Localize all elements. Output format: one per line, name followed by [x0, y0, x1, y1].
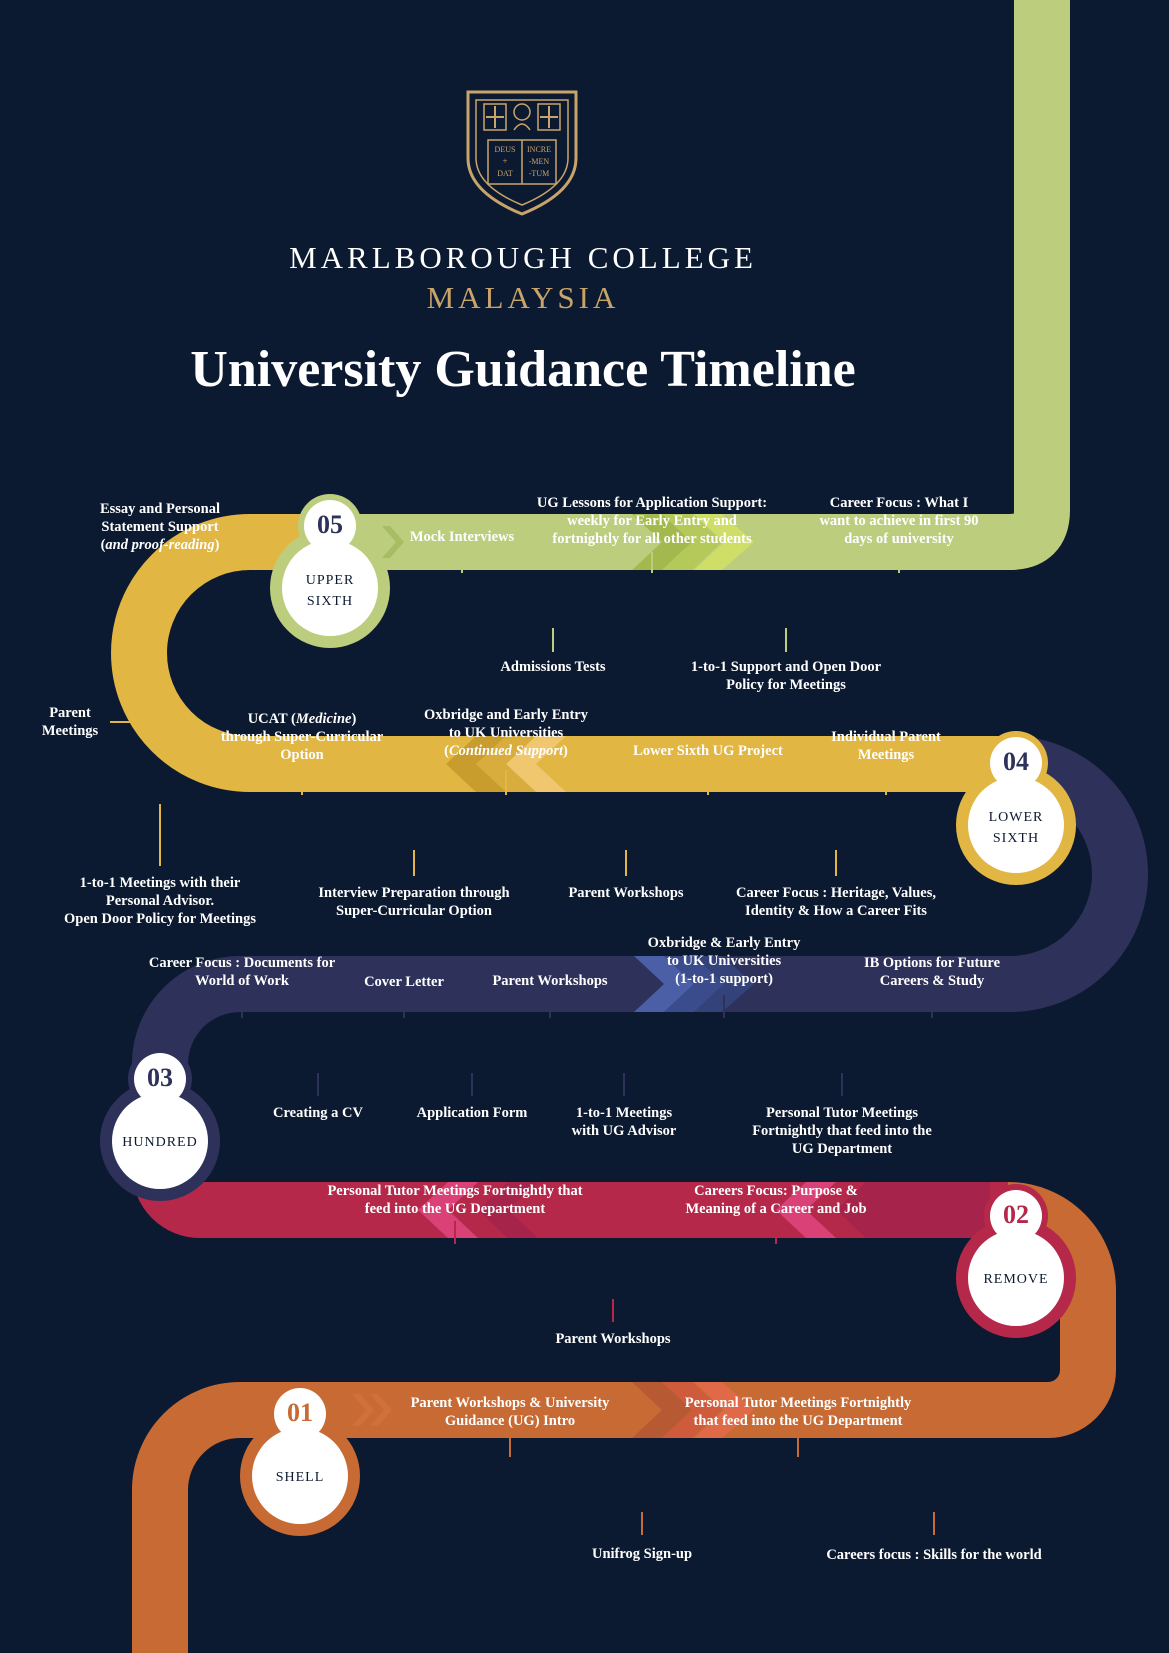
chevron-hundred-3: [694, 956, 754, 1012]
label-parent-workshops-remove: Parent Workshops: [555, 1331, 671, 1347]
stage-name-remove: REMOVE: [983, 1272, 1049, 1287]
crest-text-2: INCRE: [527, 145, 551, 154]
label-oxbridge-early-entry: Oxbridge and Early Entry to UK Universit…: [424, 707, 588, 759]
label-personal-tutor-shell: Personal Tutor Meetings Fortnightly that…: [684, 1395, 912, 1429]
road-shell: [132, 1182, 1116, 1653]
label-parent-workshops-hundred: Parent Workshops: [492, 973, 608, 989]
chevron-upper-3: [694, 514, 754, 570]
crest-text-1: DEUS: [495, 145, 516, 154]
stage-number-01: 01: [287, 1398, 313, 1427]
label-parent-workshops-intro: Parent Workshops & University Guidance (…: [410, 1395, 610, 1429]
label-careers-skills: Careers focus : Skills for the world: [826, 1547, 1042, 1563]
label-essay-support: Essay and Personal Statement Support (an…: [99, 501, 221, 553]
stage-number-05: 05: [317, 510, 343, 539]
chevron-upper-2: [662, 514, 722, 570]
stage-number-03: 03: [147, 1063, 173, 1092]
label-admissions-tests: Admissions Tests: [500, 659, 606, 675]
road-upper-sixth: [300, 0, 1070, 570]
label-parent-workshops-lower: Parent Workshops: [568, 885, 684, 901]
label-cover-letter: Cover Letter: [364, 974, 444, 990]
label-individual-parent-meetings: Individual Parent Meetings: [831, 729, 941, 763]
label-application-form: Application Form: [416, 1105, 528, 1121]
road-lower-sixth: [111, 514, 1010, 792]
label-personal-tutor-remove: Personal Tutor Meetings Fortnightly that…: [327, 1183, 583, 1217]
road-hundred: [132, 736, 1148, 1144]
chevron-shell-2: [662, 1382, 722, 1438]
label-careers-purpose: Careers Focus: Purpose & Meaning of a Ca…: [685, 1183, 867, 1217]
label-ib-options: IB Options for Future Careers & Study: [863, 955, 1001, 989]
label-support-open-door: 1-to-1 Support and Open Door Policy for …: [690, 659, 882, 693]
chevron-shell-start-2: [370, 1394, 392, 1426]
stage-name-upper-sixth: UPPER SIXTH: [305, 573, 355, 609]
crest-text-3: +: [502, 156, 507, 166]
stage-name-lower-sixth: LOWER SIXTH: [988, 810, 1044, 846]
chevron-remove-1: [418, 1182, 478, 1238]
marker-lower-sixth: [956, 731, 1076, 885]
label-meetings-ug-advisor: 1-to-1 Meetings with UG Advisor: [571, 1105, 677, 1139]
chevron-shell-3: [694, 1382, 754, 1438]
chevron-remove-3: [776, 1182, 836, 1238]
stage-number-02: 02: [1003, 1200, 1029, 1229]
label-parent-meetings: Parent Meetings: [41, 705, 99, 739]
stage-name-hundred: HUNDRED: [122, 1135, 198, 1150]
crest-text-5: DAT: [497, 169, 513, 178]
chevron-remove-block: [866, 1182, 990, 1238]
label-ug-lessons: UG Lessons for Application Support: week…: [536, 495, 768, 547]
marker-upper-sixth: [270, 494, 390, 648]
label-personal-tutor-hundred: Personal Tutor Meetings Fortnightly that…: [752, 1105, 932, 1157]
label-unifrog-signup: Unifrog Sign-up: [591, 1546, 693, 1562]
label-career-documents: Career Focus : Documents for World of Wo…: [148, 955, 336, 989]
label-creating-cv: Creating a CV: [273, 1105, 363, 1121]
crest-text-4: -MEN: [529, 157, 550, 166]
chevron-upper-start: [382, 526, 404, 558]
label-career-heritage: Career Focus : Heritage, Values, Identit…: [735, 885, 936, 919]
marker-remove: [956, 1184, 1076, 1338]
label-ucat: UCAT (Medicine) through Super-Curricular…: [220, 711, 384, 763]
label-mock-interviews: Mock Interviews: [409, 529, 515, 545]
page-title: University Guidance Timeline: [190, 341, 856, 398]
chevron-shell-start: [352, 1394, 374, 1426]
college-location: MALAYSIA: [426, 280, 620, 315]
label-interview-preparation: Interview Preparation through Super-Curr…: [318, 885, 510, 919]
chevron-remove-2: [478, 1182, 538, 1238]
marker-shell: [240, 1382, 360, 1536]
label-career-first90: Career Focus : What I want to achieve in…: [819, 495, 979, 547]
label-oxbridge-1to1: Oxbridge & Early Entry to UK Universitie…: [647, 935, 801, 987]
chevron-lower-3: [446, 736, 506, 792]
crest-text-6: -TUM: [529, 169, 549, 178]
stage-name-shell: SHELL: [275, 1470, 325, 1485]
label-meetings-personal-advisor: 1-to-1 Meetings with their Personal Advi…: [64, 875, 256, 927]
college-crest-icon: DEUS INCRE + -MEN DAT -TUM: [466, 90, 578, 216]
marker-hundred: [100, 1047, 220, 1201]
college-name: MARLBOROUGH COLLEGE: [289, 240, 757, 275]
stage-number-04: 04: [1003, 747, 1029, 776]
label-lower-sixth-ug-project: Lower Sixth UG Project: [633, 743, 783, 759]
